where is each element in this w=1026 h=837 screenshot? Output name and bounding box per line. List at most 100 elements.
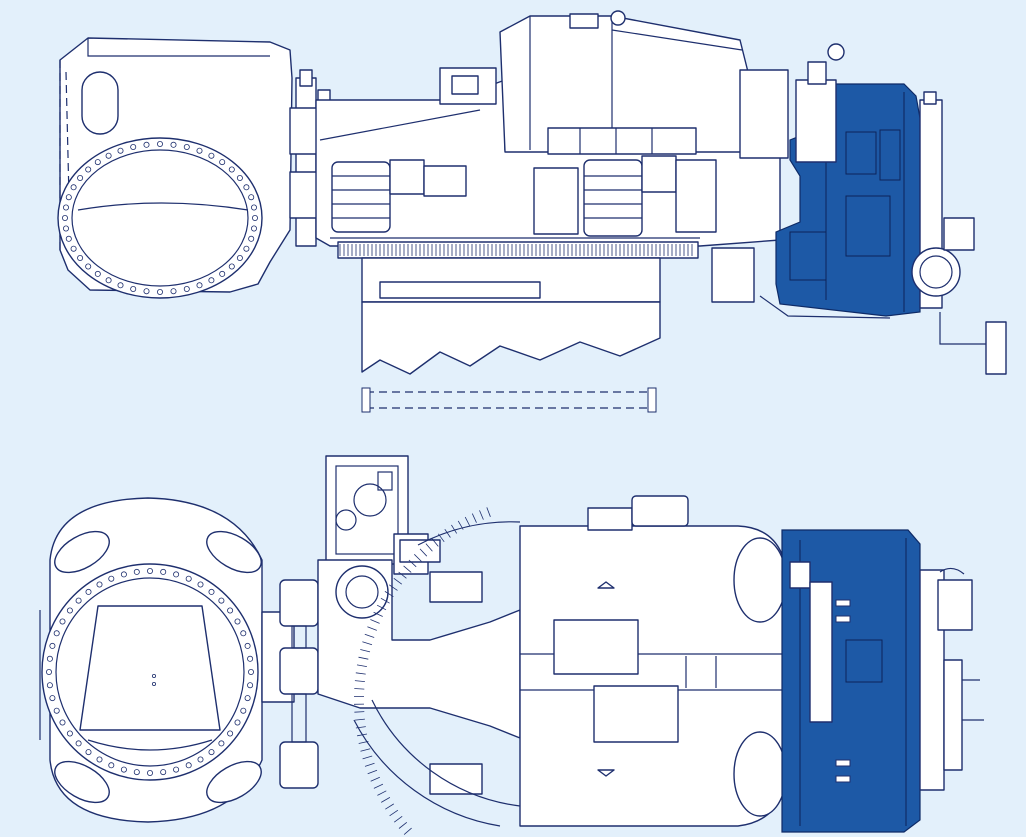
bolt-hole xyxy=(85,749,92,756)
bolt-hole xyxy=(85,166,92,173)
bolt-hole xyxy=(75,740,82,747)
bolt-hole xyxy=(108,762,115,769)
bolt-hole xyxy=(65,235,72,242)
hub-flange-bolts xyxy=(46,568,254,777)
yaw-drive-right-side xyxy=(533,155,717,237)
bolt-hole xyxy=(160,769,167,776)
bolt-hole xyxy=(66,607,73,614)
bolt-hole xyxy=(130,143,137,150)
pitch-unit xyxy=(295,77,317,247)
bolt-hole xyxy=(53,630,60,637)
gear-tooth xyxy=(354,688,365,690)
bolt-hole xyxy=(170,141,177,148)
yaw-ring-teeth-top xyxy=(353,507,491,835)
gear-tooth xyxy=(403,565,412,573)
bolt-hole xyxy=(49,642,56,649)
bolt-hole xyxy=(185,762,192,769)
gear-tooth xyxy=(393,577,403,585)
bolt-hole xyxy=(250,204,257,211)
gearbox-side xyxy=(775,43,921,317)
gear-tooth xyxy=(355,726,366,729)
bolt-hole xyxy=(96,756,103,763)
bolt-hole xyxy=(46,682,53,689)
bolt-hole xyxy=(197,756,204,763)
bolt-hole xyxy=(244,695,251,702)
bolt-hole xyxy=(108,575,115,582)
gear-tooth xyxy=(367,626,377,631)
bolt-hole xyxy=(46,655,53,662)
bolt-hole xyxy=(146,770,153,777)
bolt-hole xyxy=(248,235,255,242)
bolt-hole xyxy=(208,749,215,756)
gear-tooth xyxy=(354,680,365,682)
generator-housing-top xyxy=(519,495,789,827)
bolt-hole xyxy=(59,719,66,726)
gear-tooth xyxy=(356,664,367,667)
bolt-hole xyxy=(240,630,247,637)
bolt-hole xyxy=(218,740,225,747)
bolt-hole xyxy=(160,568,167,575)
bolt-hole xyxy=(196,147,203,154)
gear-tooth xyxy=(355,672,366,675)
bolt-hole xyxy=(96,581,103,588)
bolt-hole xyxy=(247,682,254,689)
gear-tooth xyxy=(358,656,369,660)
bolt-hole xyxy=(218,597,225,604)
side-view xyxy=(57,10,1007,413)
bolt-hole xyxy=(85,588,92,595)
bolt-hole xyxy=(236,254,243,261)
anemometer-bracket xyxy=(985,321,1007,375)
bolt-hole xyxy=(196,282,203,289)
bolt-hole xyxy=(94,159,101,166)
gear-tooth xyxy=(444,528,451,538)
gear-tooth xyxy=(367,769,378,775)
gear-tooth xyxy=(431,538,439,547)
bolt-hole xyxy=(59,618,66,625)
gear-tooth xyxy=(364,633,375,638)
bolt-hole xyxy=(183,285,190,292)
bolt-hole xyxy=(46,669,53,676)
gear-tooth xyxy=(354,711,365,713)
gear-tooth xyxy=(376,604,387,611)
gear-tooth xyxy=(364,762,375,767)
bolt-hole xyxy=(234,618,241,625)
gearbox-top xyxy=(781,529,921,833)
hub-top xyxy=(39,497,263,823)
bolt-hole xyxy=(143,288,150,295)
gear-tooth xyxy=(377,790,387,796)
gear-tooth xyxy=(370,776,380,782)
bolt-hole xyxy=(197,581,204,588)
bolt-hole xyxy=(70,245,77,252)
bolt-hole xyxy=(208,277,215,284)
bolt-hole xyxy=(143,141,150,148)
gear-tooth xyxy=(451,524,458,534)
main-shaft-side xyxy=(289,69,331,247)
gear-tooth xyxy=(360,748,371,752)
bolt-hole xyxy=(63,225,70,232)
bolt-hole xyxy=(117,282,124,289)
bolt-hole xyxy=(70,184,77,191)
gear-tooth xyxy=(358,741,369,744)
gear-tooth xyxy=(388,584,398,591)
bolt-hole xyxy=(243,184,250,191)
bolt-hole xyxy=(75,597,82,604)
bolt-hole xyxy=(243,245,250,252)
bolt-hole xyxy=(133,568,140,575)
bolt-hole xyxy=(247,655,254,662)
bolt-hole xyxy=(251,214,258,221)
bolt-hole xyxy=(240,707,247,714)
gear-tooth xyxy=(425,543,433,552)
yaw-gear-ring-side xyxy=(337,241,699,259)
gear-tooth xyxy=(360,649,371,653)
gear-tooth xyxy=(414,554,422,562)
bolt-hole xyxy=(85,263,92,270)
brake-assembly-top xyxy=(919,567,984,791)
bolt-hole xyxy=(208,588,215,595)
gear-tooth xyxy=(362,641,373,646)
gear-tooth xyxy=(370,619,380,624)
bolt-hole xyxy=(227,730,234,737)
bolt-hole xyxy=(208,152,215,159)
yaw-ring-teeth xyxy=(339,244,693,256)
gear-tooth xyxy=(398,821,408,829)
